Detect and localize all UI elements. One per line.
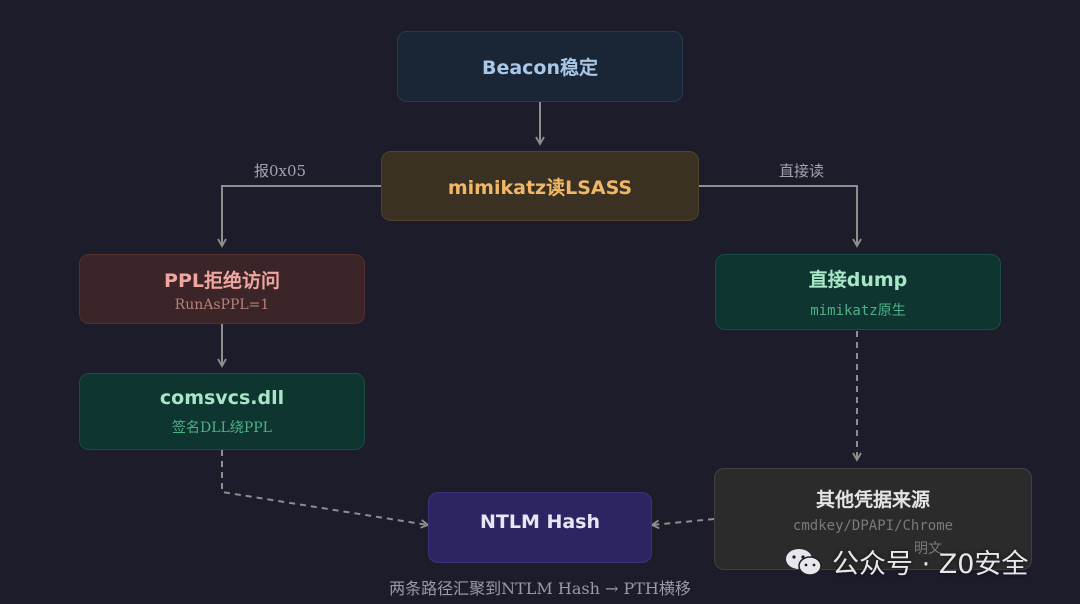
node-ppl-denied: PPL拒绝访问 RunAsPPL=1 — [79, 254, 365, 324]
node-other-sub: cmdkey/DPAPI/Chrome — [792, 518, 954, 534]
edge-label-direct-read: 直接读 — [779, 162, 825, 180]
node-comsvcs: comsvcs.dll 签名DLL绕PPL — [79, 373, 365, 450]
node-other-title: 其他凭据来源 — [815, 489, 930, 511]
node-ntlm-hash: NTLM Hash — [428, 492, 652, 563]
node-direct-sub: mimikatz原生 — [810, 302, 906, 319]
edge-other-to-ntlm — [650, 518, 715, 530]
node-direct-dump: 直接dump mimikatz原生 — [715, 254, 1001, 330]
node-ppl-sub: RunAsPPL=1 — [174, 296, 270, 313]
node-beacon: Beacon稳定 — [397, 31, 683, 102]
diagram-caption: 两条路径汇聚到NTLM Hash → PTH横移 — [389, 579, 691, 598]
node-beacon-title: Beacon稳定 — [481, 57, 599, 79]
node-direct-title: 直接dump — [808, 268, 908, 291]
node-comsvcs-title: comsvcs.dll — [159, 386, 285, 409]
node-other-sub2: 明文 — [914, 541, 942, 557]
node-mimikatz: mimikatz读LSASS — [381, 151, 699, 221]
node-ntlm-title: NTLM Hash — [479, 511, 601, 533]
watermark: 公众号 · Z0安全 — [784, 542, 1028, 581]
edge-mimikatz-to-ppl — [217, 185, 381, 248]
node-other-credentials: 其他凭据来源 cmdkey/DPAPI/Chrome 明文 — [714, 468, 1032, 570]
edge-comsvcs-to-ntlm — [221, 450, 430, 529]
edge-mimikatz-to-direct — [699, 185, 862, 248]
wechat-icon — [786, 548, 822, 576]
edge-label-access-denied: 报0x05 — [254, 162, 307, 180]
watermark-text: 公众号 · Z0安全 — [832, 549, 1029, 580]
node-comsvcs-sub: 签名DLL绕PPL — [172, 419, 272, 436]
node-ppl-title: PPL拒绝访问 — [164, 269, 280, 292]
node-mimikatz-title: mimikatz读LSASS — [447, 176, 633, 199]
